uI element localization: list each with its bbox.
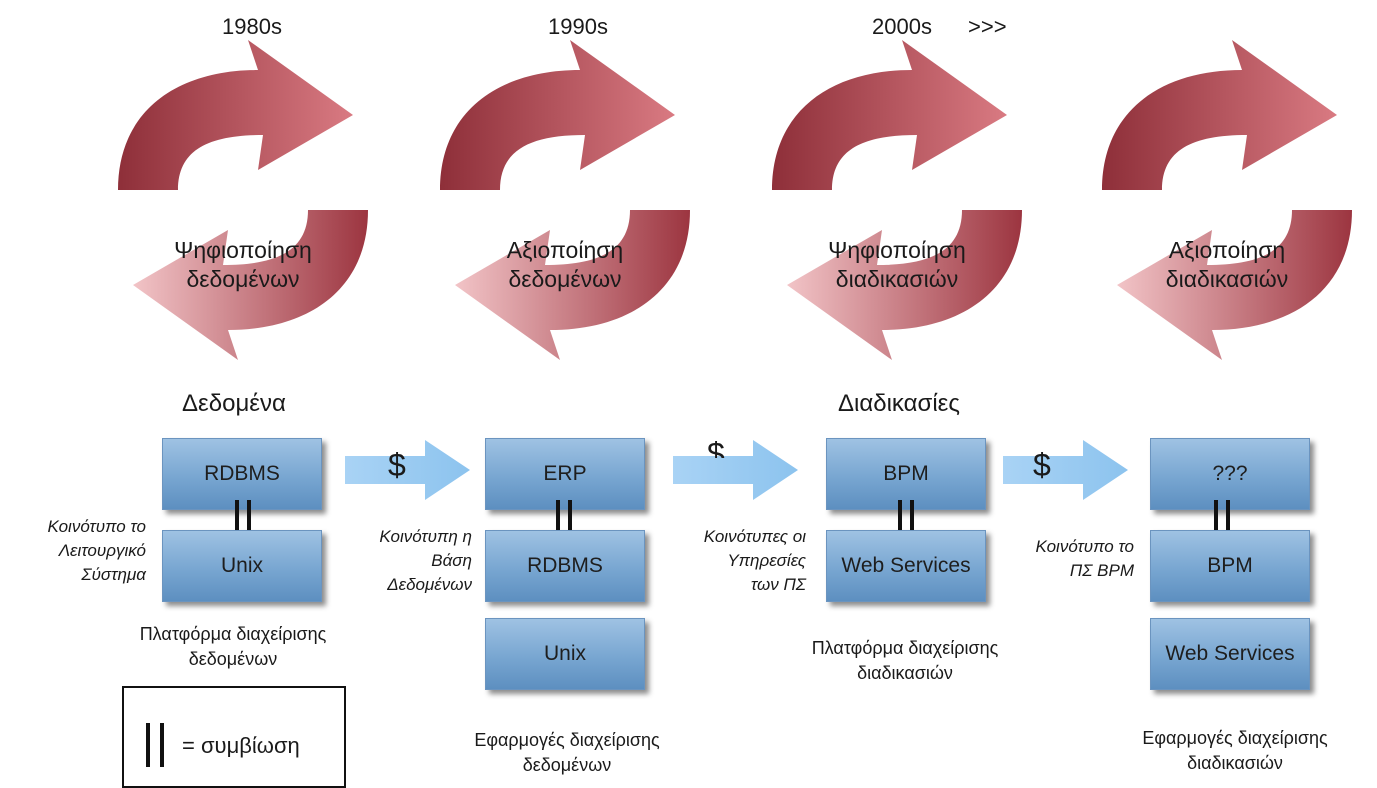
era-label-2000s: 2000s — [872, 14, 932, 39]
symbiosis-icon — [898, 500, 914, 542]
box-rdbms: RDBMS — [485, 530, 645, 602]
cost-dollar-icon: $ — [388, 447, 406, 483]
symbiosis-icon — [146, 723, 164, 767]
box-web-services: Web Services — [1150, 618, 1310, 690]
cycle-arrows-icon — [98, 40, 388, 360]
cycle-arrows-icon — [752, 40, 1042, 360]
transition-arrow-icon — [1003, 440, 1128, 500]
symbiosis-icon — [556, 500, 572, 542]
box-unix: Unix — [485, 618, 645, 690]
box-web-services: Web Services — [826, 530, 986, 602]
era-label-1980s: 1980s — [222, 14, 282, 39]
box-rdbms: RDBMS — [162, 438, 322, 510]
box-erp: ERP — [485, 438, 645, 510]
symbiosis-icon — [235, 500, 251, 542]
section-heading-data: Δεδομένα — [182, 390, 286, 417]
cycle-arrows-icon — [1082, 40, 1372, 360]
box-unix: Unix — [162, 530, 322, 602]
box-unknown: ??? — [1150, 438, 1310, 510]
era-label-1990s: 1990s — [548, 14, 608, 39]
transition-arrow-icon — [673, 440, 798, 500]
symbiosis-icon — [1214, 500, 1230, 542]
transition-arrow-icon — [345, 440, 470, 500]
section-heading-processes: Διαδικασίες — [838, 390, 960, 417]
era-continuation-marker: >>> — [968, 14, 1007, 39]
cycle-arrows-icon — [420, 40, 710, 360]
legend-text: = συμβίωση — [182, 733, 300, 758]
box-bpm: BPM — [1150, 530, 1310, 602]
cost-dollar-icon: $ — [1033, 447, 1051, 483]
box-bpm: BPM — [826, 438, 986, 510]
cost-dollar-icon: $ — [707, 436, 725, 458]
legend-box: = συμβίωση — [122, 686, 346, 788]
